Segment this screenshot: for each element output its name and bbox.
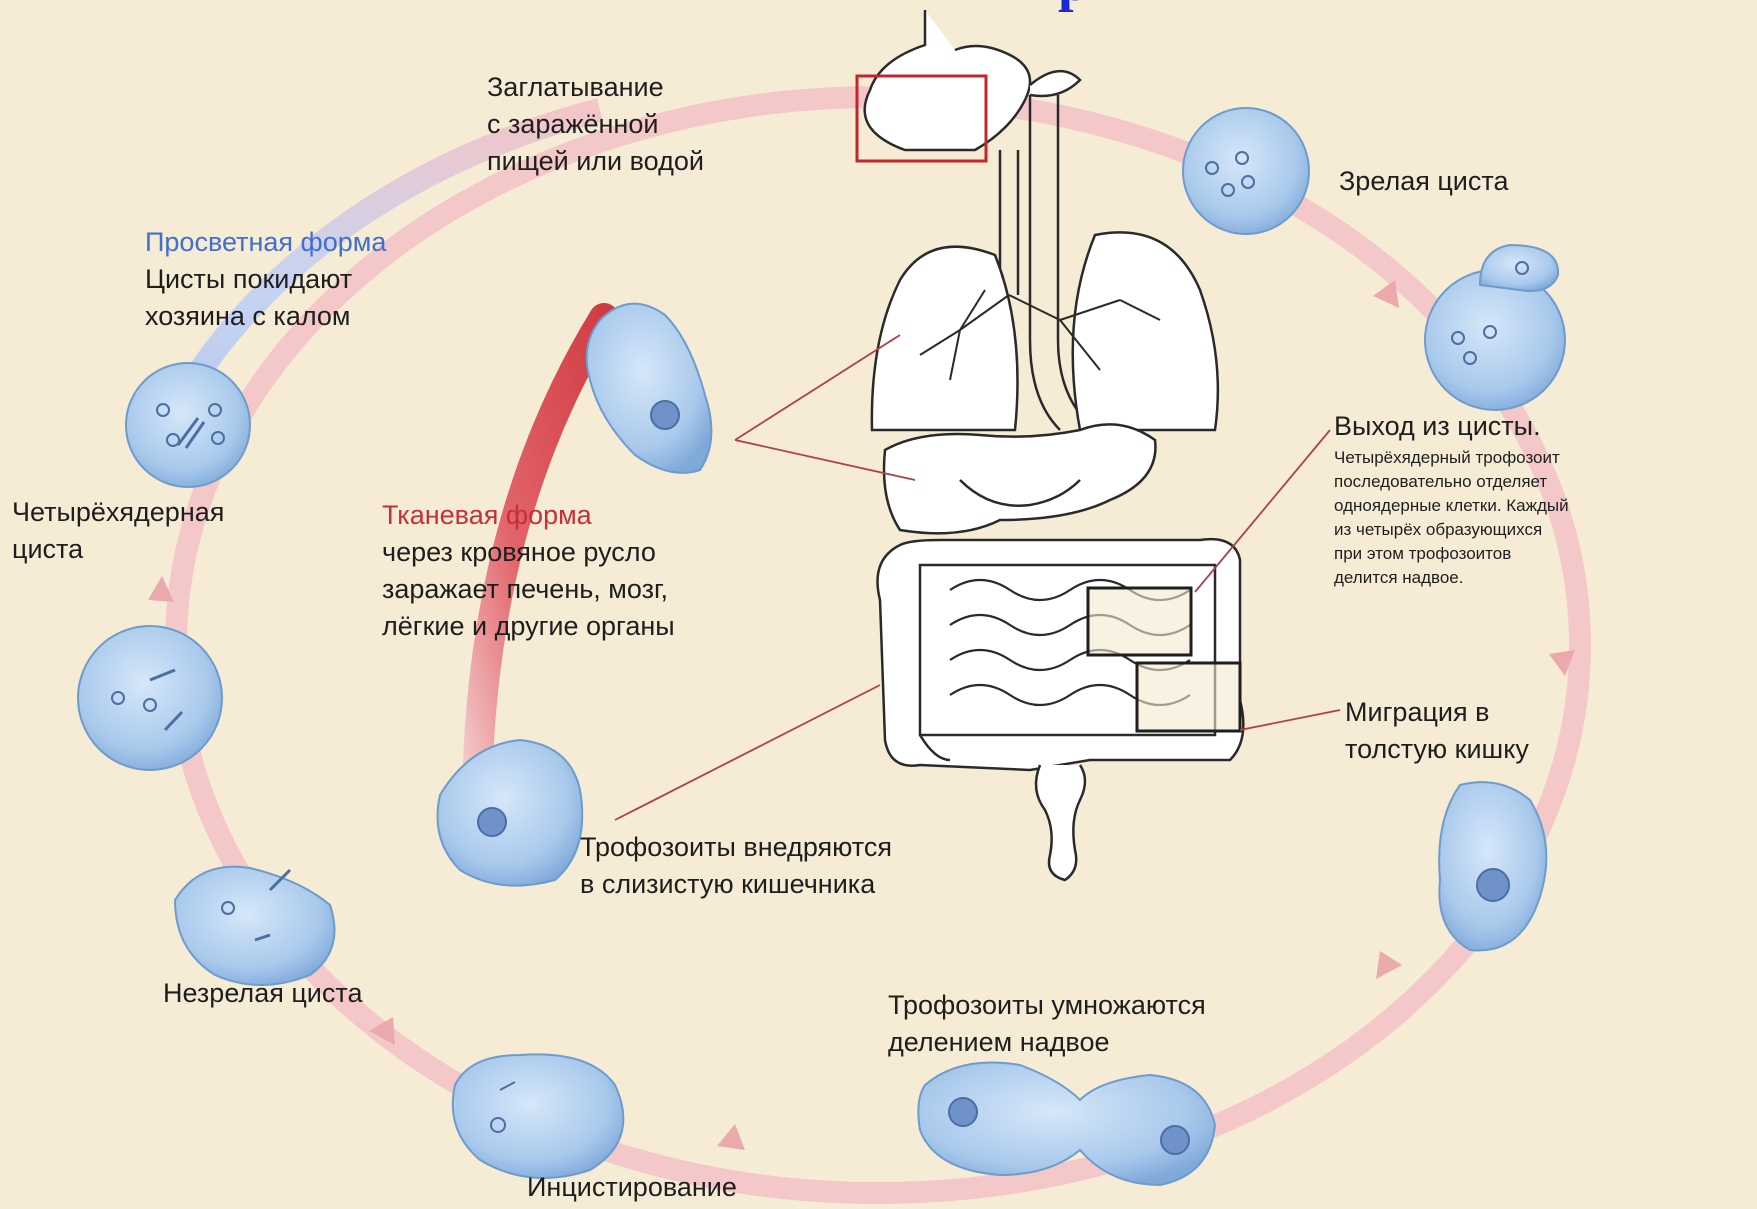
encysting-trophozoite-icon	[453, 1054, 624, 1178]
mature-cyst-icon	[1183, 108, 1309, 234]
tissue-form-label: Тканевая форма через кровяное русло зара…	[382, 497, 675, 645]
migrating-trophozoite-icon	[1439, 782, 1546, 950]
four-nucleus-cyst-label: Четырёхядерная циста	[12, 494, 224, 568]
page-title-fragment: р	[1058, 0, 1098, 8]
excystation-label: Выход из цисты.	[1334, 408, 1541, 445]
immature-cyst-icon	[175, 867, 335, 985]
lumen-form-label: Просветная форма Цисты покидают хозяина …	[145, 224, 386, 335]
multiplication-label: Трофозоиты умножаются делением надвое	[888, 987, 1206, 1061]
excystation-heading: Выход из цисты.	[1334, 408, 1541, 445]
excystation-description: Четырёхядерный трофозоит последовательно…	[1334, 446, 1569, 590]
migration-label: Миграция в толстую кишку	[1345, 694, 1529, 768]
tissue-form-heading: Тканевая форма	[382, 497, 675, 534]
human-body-illustration	[865, 10, 1244, 880]
immature-cyst-label: Незрелая циста	[163, 975, 362, 1012]
invading-trophozoite-icon	[438, 740, 583, 886]
mature-cyst-label: Зрелая циста	[1339, 163, 1508, 200]
excysting-cyst-icon	[1425, 245, 1565, 410]
large-intestine-highlight-box	[1137, 663, 1240, 731]
tissue-trophozoite-icon	[587, 304, 712, 473]
binucleate-cyst-icon	[78, 626, 222, 770]
small-intestine-highlight-box	[1088, 588, 1191, 655]
ingestion-label: Заглатывание с заражённой пищей или водо…	[487, 69, 704, 180]
lumen-form-heading: Просветная форма	[145, 224, 386, 261]
invasion-label: Трофозоиты внедряются в слизистую кишечн…	[580, 829, 892, 903]
four-nucleus-cyst-icon	[126, 363, 250, 487]
encystation-label: Инцистирование	[527, 1169, 737, 1206]
